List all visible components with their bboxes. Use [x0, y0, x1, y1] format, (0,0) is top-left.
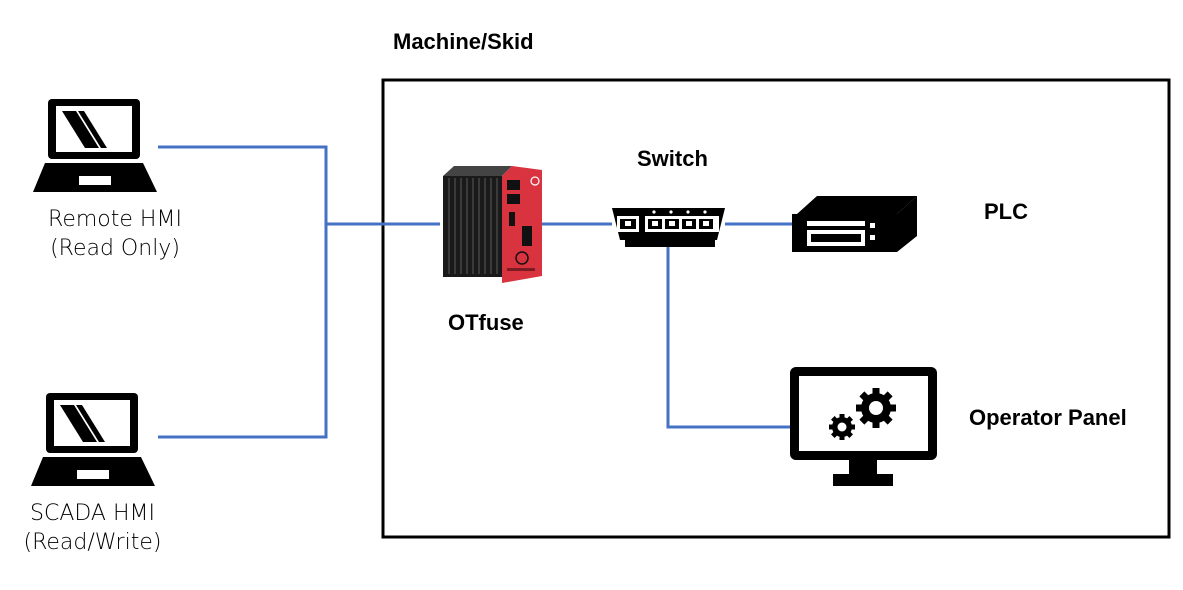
- laptop-icon: [31, 393, 155, 486]
- operator-panel-icon: [790, 367, 937, 486]
- plc-label: PLC: [984, 199, 1028, 224]
- otfuse-label: OTfuse: [448, 310, 524, 335]
- machine-skid-title: Machine/Skid: [393, 29, 534, 54]
- plc-icon: [792, 196, 917, 252]
- switch-icon: [612, 208, 725, 247]
- link-remote-hmi: [158, 145, 328, 224]
- scada-hmi-access: (Read/Write): [23, 530, 162, 555]
- gear-icon: [856, 388, 896, 428]
- network-links: [158, 145, 795, 439]
- gear-icon: [829, 414, 855, 440]
- switch-label: Switch: [637, 146, 708, 171]
- scada-hmi-name: SCADA HMI: [30, 501, 155, 526]
- remote-hmi-name: Remote HMI: [48, 207, 182, 232]
- operator-panel-label: Operator Panel: [969, 405, 1127, 430]
- link-scada-hmi: [158, 224, 328, 439]
- scada-hmi-label: SCADA HMI (Read/Write): [0, 499, 185, 557]
- laptop-icon: [33, 99, 157, 192]
- remote-hmi-access: (Read Only): [50, 236, 180, 261]
- remote-hmi-label: Remote HMI (Read Only): [20, 205, 210, 263]
- machine-skid-boundary: [381, 78, 1171, 539]
- link-switch-to-operator-panel: [666, 244, 790, 429]
- otfuse-device-icon: [443, 166, 542, 283]
